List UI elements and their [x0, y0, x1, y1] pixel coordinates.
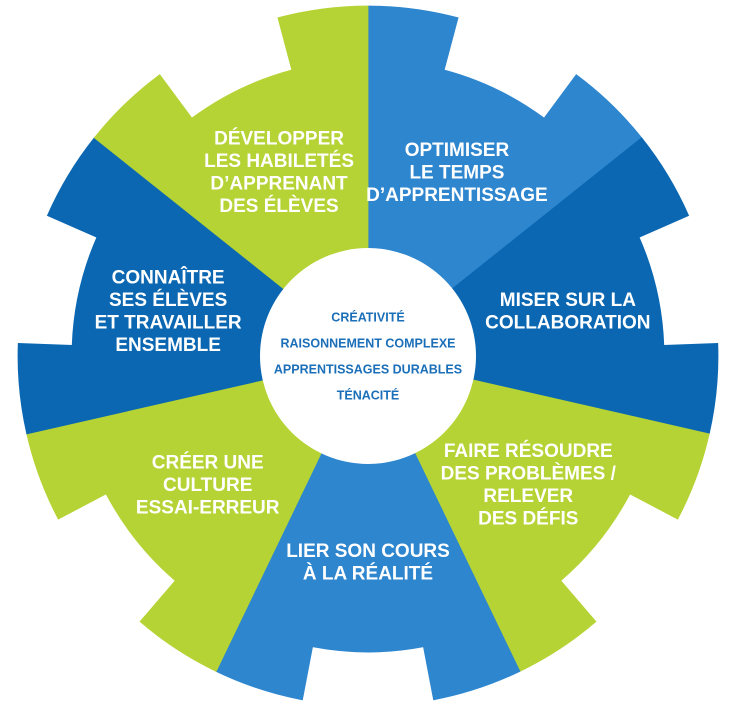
segment-label-line: ENSEMBLE — [115, 335, 221, 356]
segment-label-line: CULTURE — [163, 475, 252, 496]
segment-label-line: DES PROBLÈMES / — [441, 463, 617, 485]
segment-label-line: DÉVELOPPER — [214, 128, 344, 150]
segment-label-line: CRÉER UNE — [152, 451, 264, 473]
segment-label-line: D’APPRENANT — [210, 174, 348, 195]
center-item: TÉNACITÉ — [337, 388, 400, 403]
segment-label-line: MISER SUR LA — [500, 290, 636, 311]
segment-label-line: RELEVER — [483, 486, 573, 507]
segment-label-line: COLLABORATION — [485, 313, 650, 334]
gear-segment-7 — [93, 5, 369, 357]
center-item: CRÉATIVITÉ — [331, 310, 404, 325]
segment-label-line: CONNAÎTRE — [112, 267, 225, 289]
segment-label-line: DES ÉLÈVES — [219, 195, 338, 217]
segment-label-line: LE TEMPS — [409, 162, 504, 183]
segment-label-line: SES ÉLÈVES — [109, 289, 227, 311]
segment-label-line: À LA RÉALITÉ — [303, 562, 433, 584]
segment-label-line: LES HABILETÉS — [204, 150, 354, 172]
segment-label-line: D’APPRENTISSAGE — [366, 185, 548, 206]
gear-segment-3 — [367, 355, 710, 672]
segment-label-line: LIER SON COURS — [286, 541, 450, 562]
center-item: RAISONNEMENT COMPLEXE — [280, 337, 455, 351]
center-circle — [260, 248, 476, 464]
segment-label-line: FAIRE RÉSOUDRE — [444, 440, 613, 462]
segment-label-line: DES DÉFIS — [478, 508, 578, 530]
center-labels: CRÉATIVITÉ RAISONNEMENT COMPLEXE APPRENTIS… — [274, 310, 462, 403]
segment-label-line: ESSAI-ERREUR — [136, 497, 280, 518]
gear-segment-4 — [215, 355, 521, 701]
segment-label-line: ET TRAVAILLER — [95, 313, 242, 334]
gear-segment-5 — [26, 355, 369, 672]
center-item: APPRENTISSAGES DURABLES — [274, 363, 462, 377]
segment-label-line: OPTIMISER — [405, 140, 510, 161]
gear-segment-1 — [367, 5, 643, 357]
